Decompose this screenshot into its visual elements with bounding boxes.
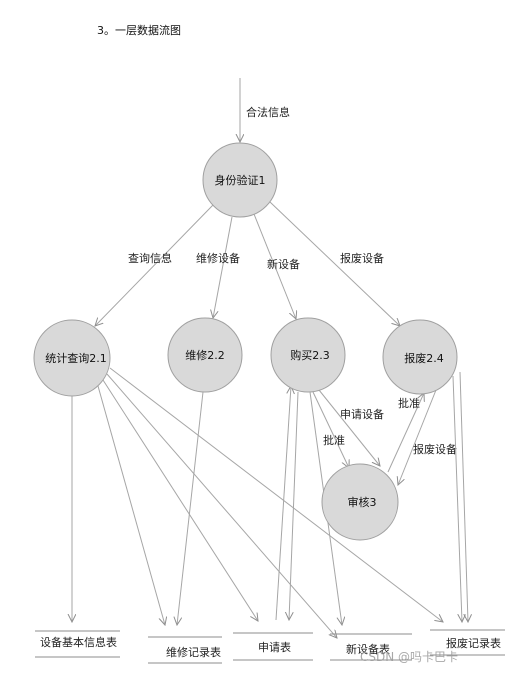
flow-query-to-new-device-table (106, 373, 337, 638)
process-auth-label: 身份验证1 (215, 173, 266, 187)
flow-approve-purchase-label: 批准 (323, 433, 345, 447)
store-new-device-table: 新设备表 (330, 633, 412, 661)
flow-scrap-device-label: 报废设备 (340, 251, 384, 265)
process-purchase (270, 317, 346, 393)
store-device-info: 设备基本信息表 (35, 630, 120, 658)
flow-query-to-application (102, 379, 258, 621)
store-new-device-table-label: 新设备表 (346, 642, 390, 656)
process-scrap-label: 报废2.4 (404, 351, 444, 365)
flow-application-to-purchase (275, 386, 291, 621)
store-application: 申请表 (233, 632, 313, 661)
flow-scrap-to-scrap-record-b (459, 371, 468, 622)
flow-new-device-arrow (253, 213, 296, 319)
store-device-info-label: 设备基本信息表 (40, 635, 117, 649)
store-scrap-record: 报废记录表 (430, 629, 505, 656)
flow-scrap-device-review-label: 报废设备 (413, 442, 457, 456)
process-query-label: 统计查询2.1 (45, 351, 107, 365)
process-scrap (382, 319, 458, 395)
flow-query-to-scrap-record (109, 367, 443, 622)
flow-scrap-to-scrap-record-a (452, 375, 462, 622)
store-repair-record: 维修记录表 (148, 636, 222, 664)
flow-approve-scrap-label: 批准 (398, 396, 420, 410)
flow-legal-info-label: 合法信息 (246, 105, 290, 119)
process-review-label: 审核3 (348, 495, 377, 509)
store-scrap-record-label: 报废记录表 (446, 636, 501, 650)
flow-scrap-device-arrow (269, 201, 400, 326)
store-repair-record-label: 维修记录表 (166, 645, 221, 659)
flow-apply-device-arrow (318, 389, 380, 466)
flow-new-device-label: 新设备 (267, 257, 300, 271)
process-purchase-label: 购买2.3 (290, 348, 330, 362)
flow-query-info-arrow (95, 204, 214, 326)
flow-approve-scrap-arrow (387, 393, 424, 473)
flow-repair-device-label: 维修设备 (196, 251, 240, 265)
process-query (33, 319, 111, 397)
store-application-label: 申请表 (258, 640, 291, 654)
process-repair (167, 317, 243, 393)
flow-repair-to-repair-record (177, 391, 204, 625)
flow-scrap-device-review-arrow (398, 389, 437, 485)
diagram-title: 3。一层数据流图 (97, 23, 181, 37)
flow-repair-device-arrow (213, 216, 233, 318)
flow-approve-purchase-arrow (312, 391, 349, 468)
flow-query-to-repair-record (97, 385, 165, 625)
process-review (321, 463, 399, 541)
flow-query-info-label: 查询信息 (128, 251, 172, 265)
flow-purchase-to-application (289, 391, 299, 620)
process-auth (202, 142, 278, 218)
watermark: CSDN @吗卡巴卡 (360, 650, 458, 664)
flow-apply-device-label: 申请设备 (340, 407, 384, 421)
process-repair-label: 维修2.2 (185, 348, 225, 362)
